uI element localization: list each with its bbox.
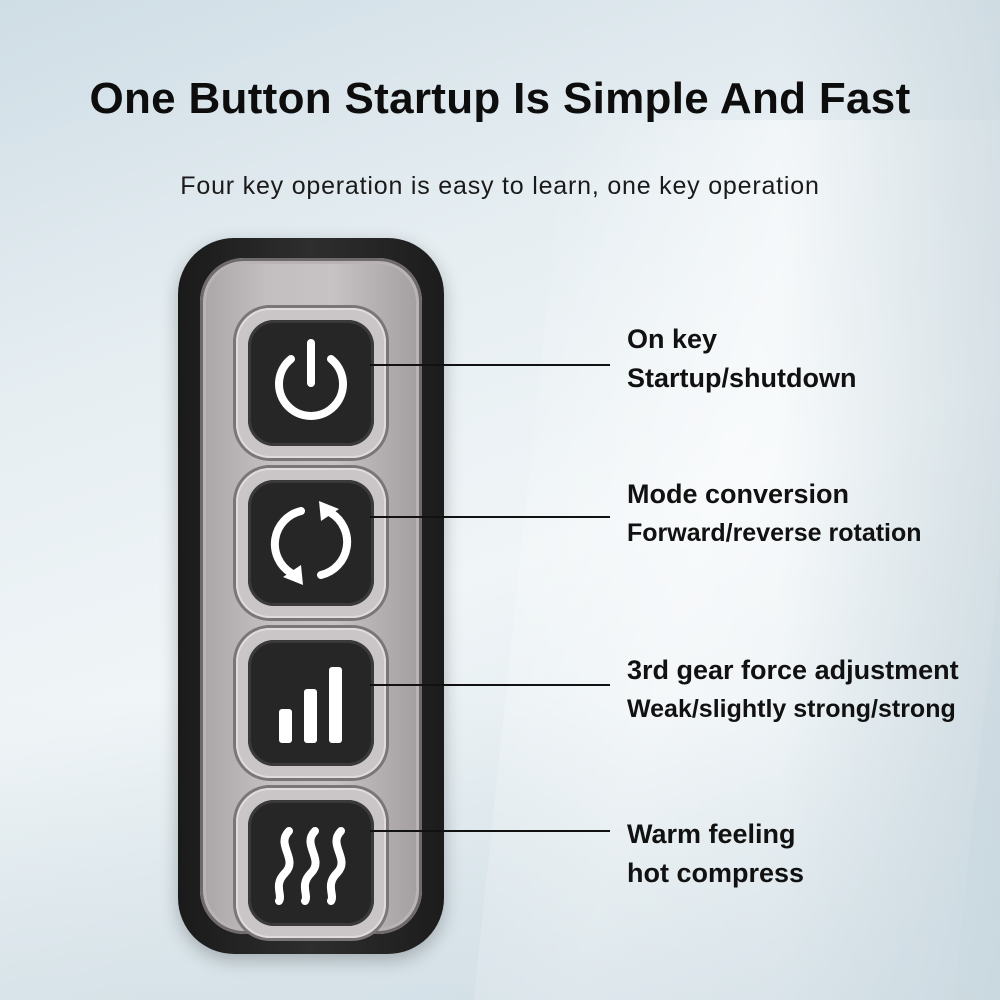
callout-heat-title: Warm feeling (627, 819, 796, 849)
gear-key[interactable] (236, 628, 386, 778)
callout-power-description: Startup/shutdown (627, 363, 857, 393)
heat-key[interactable] (236, 788, 386, 938)
callout-gear-title: 3rd gear force adjustment (627, 655, 959, 685)
callout-gear: 3rd gear force adjustment Weak/slightly … (627, 651, 959, 729)
callout-gear-description: Weak/slightly strong/strong (627, 695, 956, 723)
callout-mode: Mode conversion Forward/reverse rotation (627, 475, 922, 553)
callout-power: On key Startup/shutdown (627, 320, 856, 398)
mode-key[interactable] (236, 468, 386, 618)
leader-line-heat (370, 830, 610, 832)
power-key-face[interactable] (248, 320, 374, 446)
power-key[interactable] (236, 308, 386, 458)
power-icon (275, 339, 347, 420)
background-floor (0, 700, 1000, 1000)
page-title: One Button Startup Is Simple And Fast (89, 74, 911, 123)
signal-bars-icon (279, 667, 342, 743)
mode-key-face[interactable] (248, 480, 374, 606)
leader-line-power (370, 364, 610, 366)
leader-line-mode (370, 516, 610, 518)
callout-heat: Warm feeling hot compress (627, 815, 804, 893)
remote-controller (178, 238, 444, 954)
callout-power-title: On key (627, 324, 718, 354)
gear-key-face[interactable] (248, 640, 374, 766)
remote-face-panel (200, 258, 422, 938)
page-subtitle: Four key operation is easy to learn, one… (180, 172, 820, 200)
callout-heat-description: hot compress (627, 858, 805, 888)
leader-line-gear (370, 684, 610, 686)
heat-waves-icon (274, 827, 346, 905)
heat-key-face[interactable] (248, 800, 374, 926)
callout-mode-title: Mode conversion (627, 479, 850, 509)
callout-mode-description: Forward/reverse rotation (627, 519, 922, 547)
rotation-arrows-icon (270, 501, 352, 585)
